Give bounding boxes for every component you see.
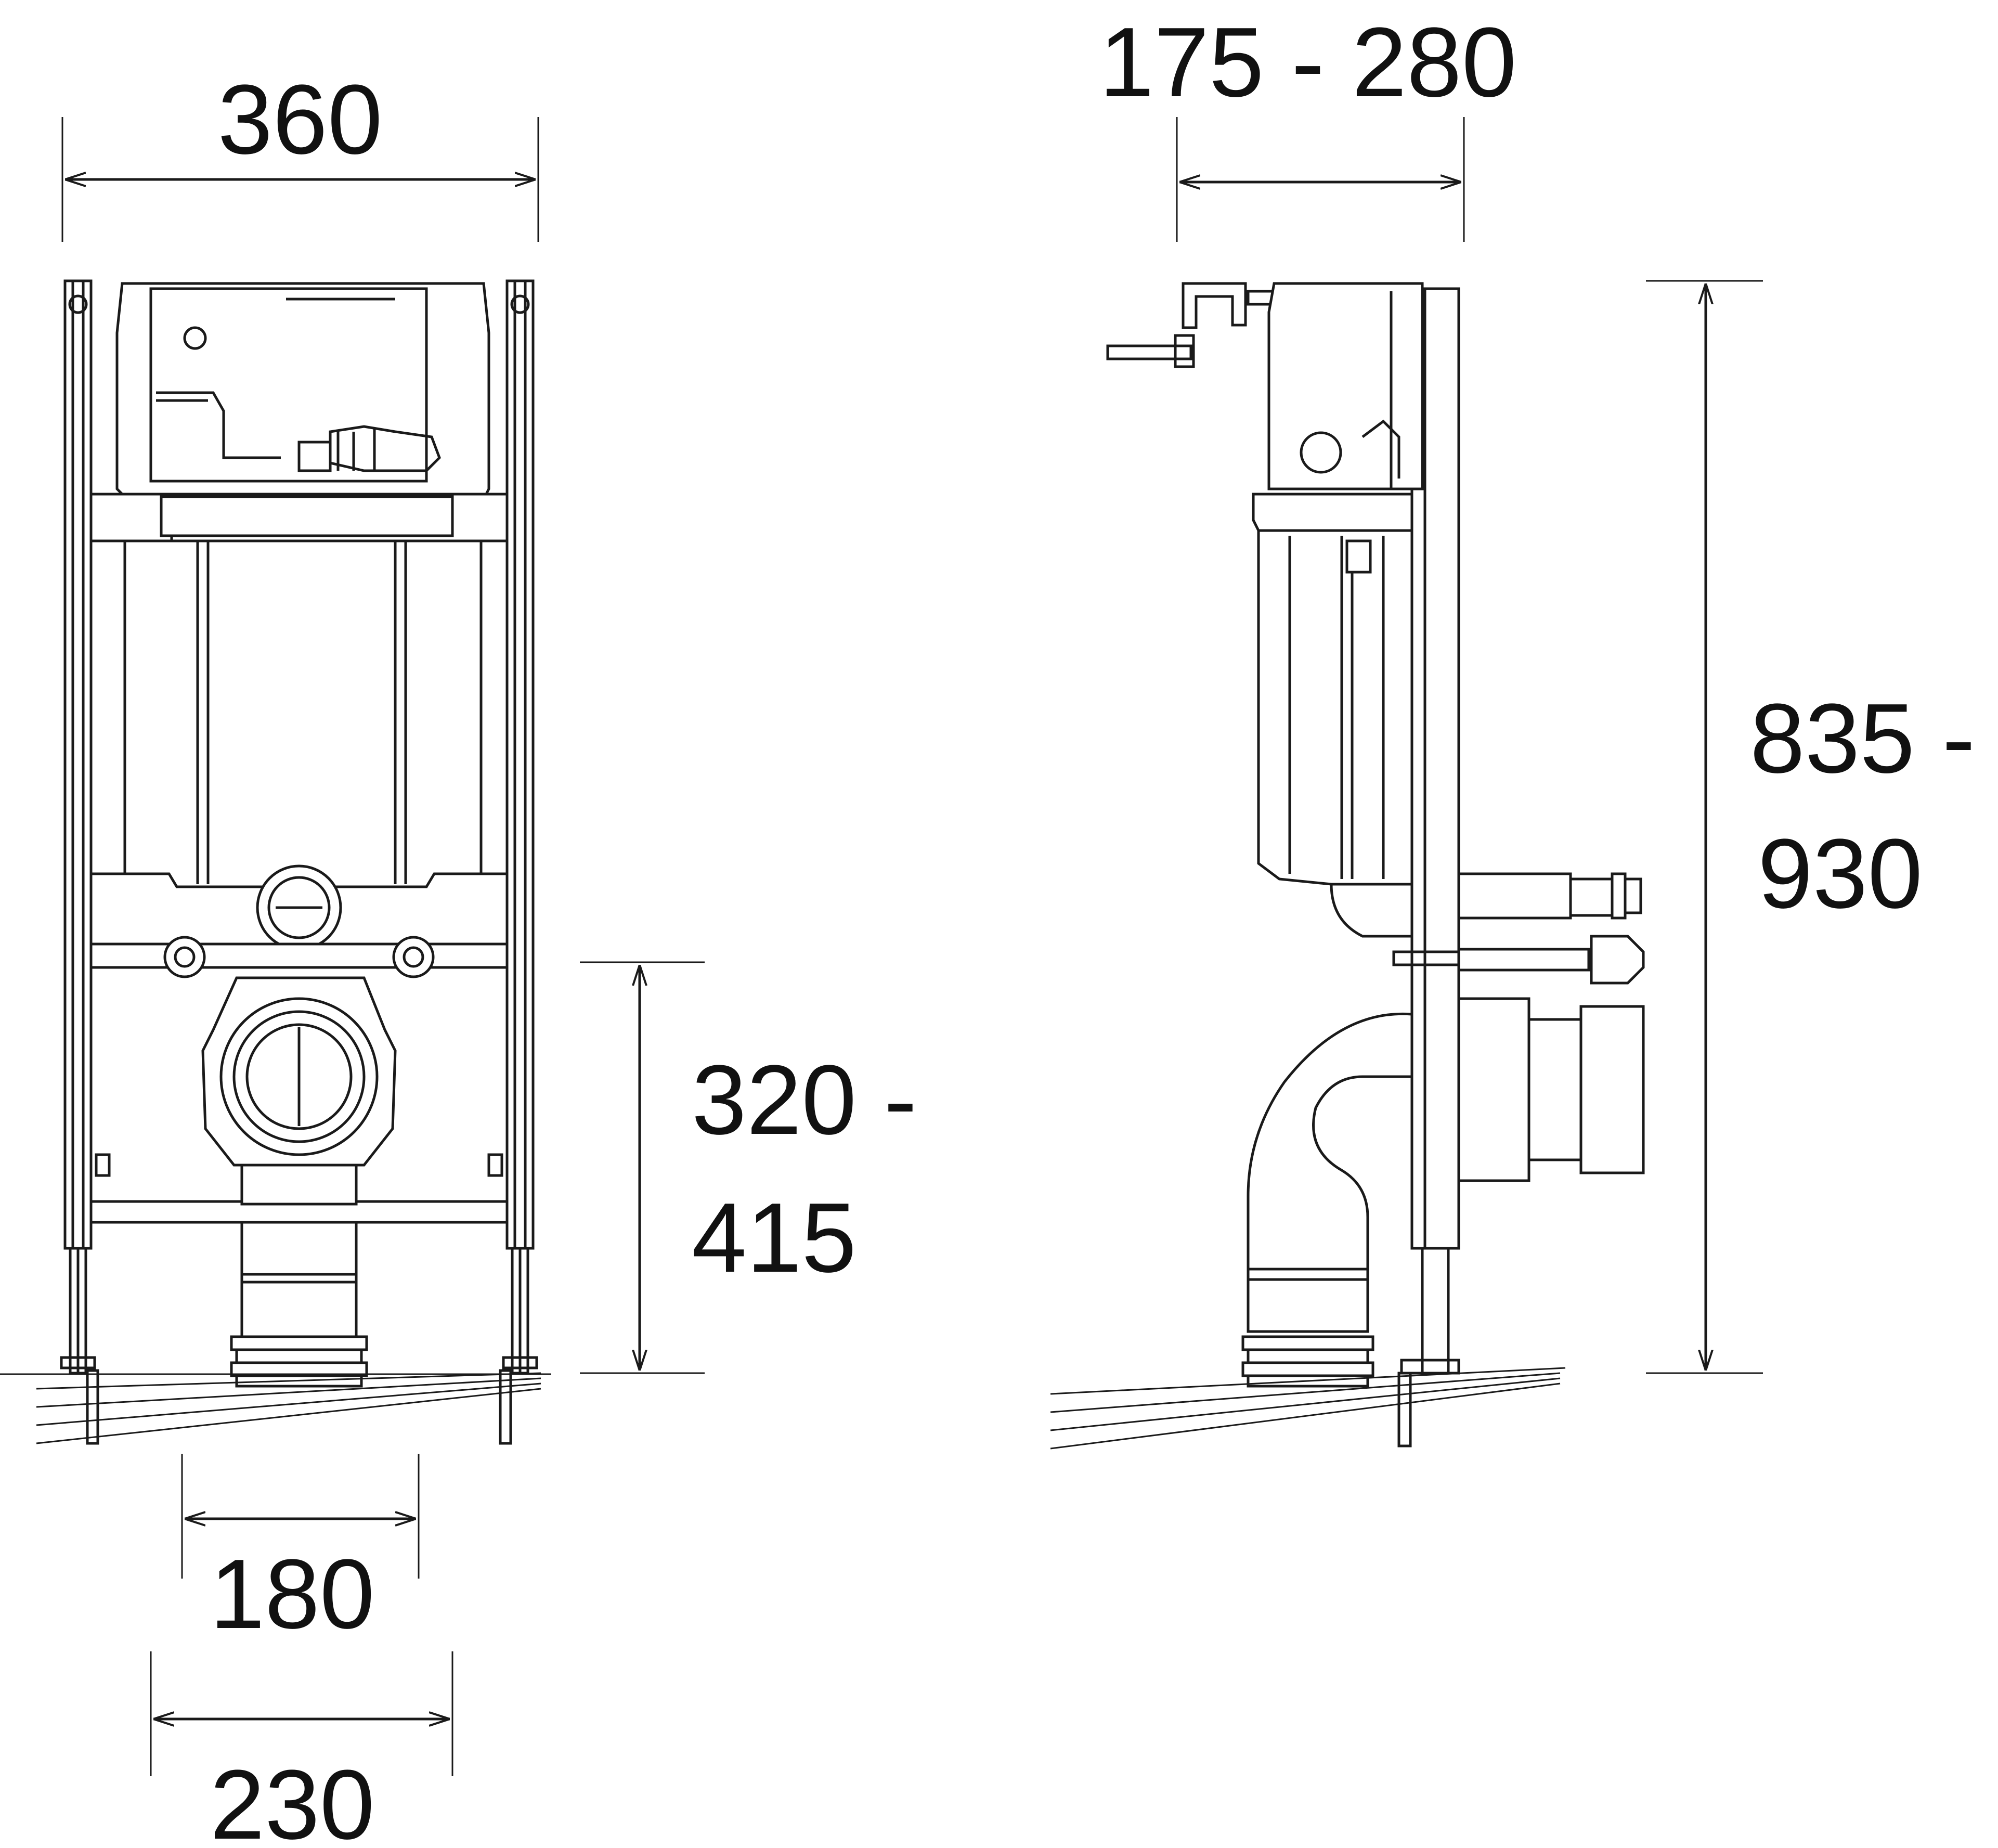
dim-overall-height: 835 - 930 (1646, 280, 1975, 1374)
dim-outlet-inner-label: 180 (210, 1539, 374, 1649)
dim-overall-height-label-2: 930 (1758, 819, 1923, 929)
front-right-upright (499, 279, 538, 1445)
front-cistern (89, 282, 509, 951)
dim-side-depth-label: 175 - 280 (1099, 7, 1517, 118)
side-inlet (1392, 872, 1645, 985)
dim-outlet-outer: 230 (150, 1651, 453, 1848)
dim-overall-height-label-1: 835 - (1750, 683, 1975, 794)
side-view (1050, 282, 1645, 1450)
dim-front-width-label: 360 (217, 64, 382, 175)
dim-outlet-height-label-1: 320 - (692, 1045, 917, 1155)
dim-outlet-height: 320 - 415 (580, 961, 917, 1374)
front-floor (0, 1372, 551, 1444)
dim-side-depth: 175 - 280 (1099, 7, 1517, 242)
side-pan-connector (1241, 997, 1645, 1388)
side-cistern (1252, 282, 1424, 938)
dim-outlet-inner: 180 (181, 1454, 420, 1649)
dim-outlet-height-label-2: 415 (692, 1183, 857, 1293)
front-pan-connector (201, 976, 397, 1388)
side-floor (1050, 1367, 1566, 1450)
dim-outlet-outer-label: 230 (210, 1750, 374, 1848)
front-view (0, 279, 551, 1445)
dim-front-width: 360 (61, 64, 539, 242)
